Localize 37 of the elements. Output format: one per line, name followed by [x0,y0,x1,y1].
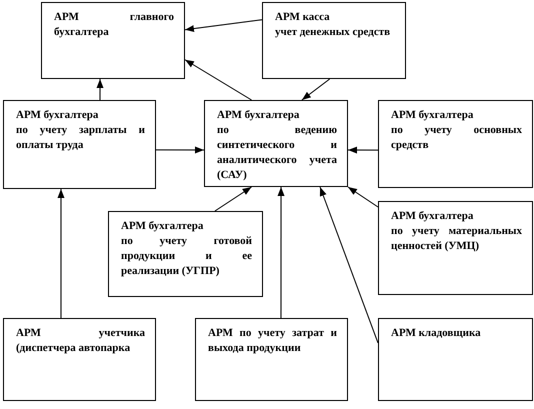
box-text: по ведению синтетического и аналитического учета (САУ) [217,123,337,183]
arrow [348,186,378,208]
arrow [184,59,252,100]
box-title: АРМ учетчика (диспетчера автопарка [16,326,145,356]
box-text: по учету материальных ценностей (УМЦ) [391,224,522,254]
box-text: учет денежных средств [275,25,392,40]
box-title: АРМ бухгалтера [391,108,474,123]
arrow [96,78,104,100]
process-box [108,211,263,297]
process-box [378,318,533,401]
arrow [348,146,378,154]
process-box [378,201,533,295]
process-box [3,100,156,189]
box-title: АРМ по учету затрат и выхода продукции [208,326,337,356]
arrow [214,186,252,212]
box-title: АРМ бухгалтера [16,108,100,123]
box-text: по учету основных средств [391,123,522,153]
box-title: АРМ бухгалтера [391,209,474,224]
box-title: АРМ касса [275,10,331,25]
arrow [278,186,285,318]
box-text: по учету готовой продукции и ее реализации (УГПР) [121,234,252,279]
box-title: АРМ главного бухгалтера [54,10,174,40]
arrow [184,19,262,32]
box-text: по учету зарплаты и оплаты труда [16,123,145,153]
arrow [320,186,378,344]
process-box [378,100,533,188]
arrow [57,188,64,318]
process-box [195,318,348,401]
process-box [262,2,406,79]
box-title: АРМ бухгалтера [217,108,300,123]
box-title: АРМ бухгалтера [121,219,204,234]
process-box [3,318,156,401]
process-box [204,100,348,187]
process-box [41,2,185,79]
box-title: АРМ кладовщика [391,326,482,341]
arrow [156,146,204,154]
arrow [301,78,330,100]
